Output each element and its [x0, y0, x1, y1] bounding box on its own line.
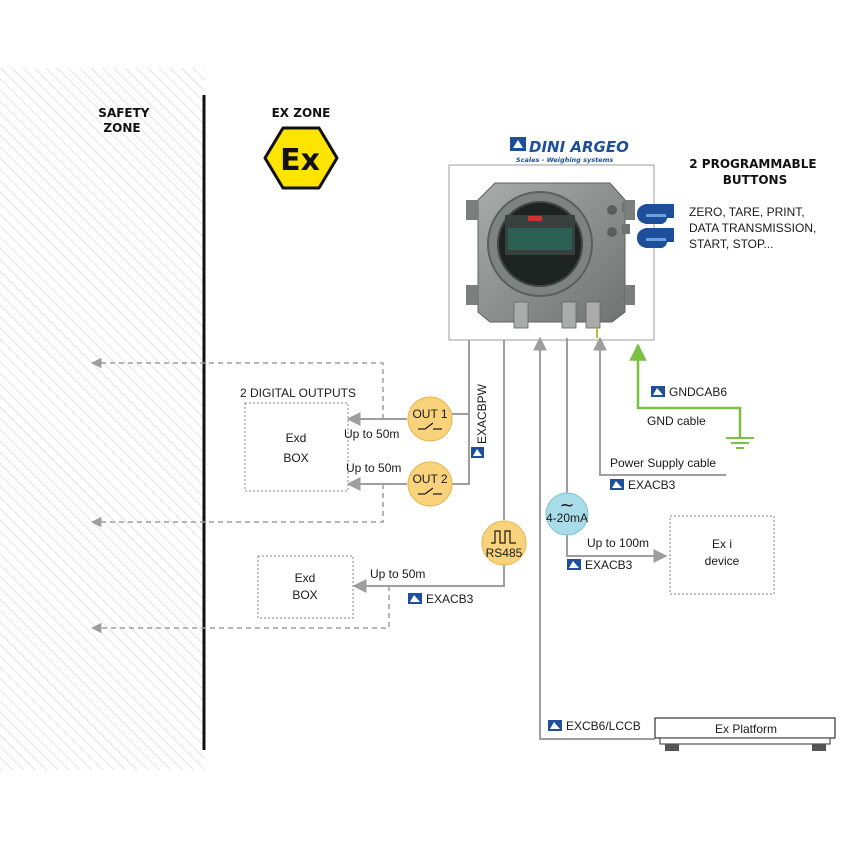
svg-text:Exd: Exd: [286, 431, 307, 445]
power-supply-label: Power Supply cable: [610, 456, 716, 470]
brand-logo: DINI ARGEO Scales - Weighing systems: [510, 137, 629, 164]
analog-circle: ~ 4-20mA: [545, 492, 589, 536]
rs485-circle: RS485: [481, 520, 527, 566]
rs485-cable-label: EXACB3: [426, 592, 474, 606]
svg-text:device: device: [705, 554, 740, 568]
svg-text:OUT 1: OUT 1: [412, 407, 447, 421]
safety-zone-area: [0, 68, 205, 770]
svg-text:BOX: BOX: [283, 451, 308, 465]
analog-distance: Up to 100m: [587, 536, 649, 550]
svg-text:DINI ARGEO: DINI ARGEO: [529, 138, 629, 156]
out1-circle: OUT 1: [407, 396, 453, 442]
cable-icon: [567, 559, 581, 570]
svg-text:BOX: BOX: [292, 588, 317, 602]
svg-text:Ex i: Ex i: [712, 537, 732, 551]
ground-symbol-icon: [726, 437, 754, 449]
svg-text:Exd: Exd: [295, 571, 316, 585]
ex-i-device-box: Ex i device: [669, 515, 775, 595]
buttons-functions: ZERO, TARE, PRINT, DATA TRANSMISSION, ST…: [689, 205, 820, 251]
cable-icon: [651, 386, 665, 397]
svg-text:Scales - Weighing systems: Scales - Weighing systems: [516, 156, 613, 164]
ex-platform: Ex Platform: [654, 717, 836, 751]
exacbpw-cable-label: EXACBPW: [475, 383, 489, 444]
indicator-housing: [466, 182, 635, 338]
platform-cable-label: EXCB6/LCCB: [566, 719, 641, 733]
ex-symbol-icon: Ex: [263, 126, 339, 190]
buttons-title: 2 PROGRAMMABLE BUTTONS: [689, 157, 821, 187]
pointing-hand-icon: [637, 228, 674, 248]
safety-zone-label: SAFETY ZONE: [98, 106, 153, 135]
pointing-hand-icon: [637, 204, 674, 224]
exd-box-rs485: Exd BOX: [257, 555, 354, 619]
analog-cable-label: EXACB3: [585, 558, 633, 572]
sine-wave-icon: ~: [559, 495, 574, 516]
ex-zone-label: EX ZONE: [272, 106, 331, 120]
out1-distance: Up to 50m: [344, 427, 399, 441]
out2-distance: Up to 50m: [346, 461, 401, 475]
svg-text:Ex: Ex: [280, 143, 320, 178]
svg-text:Ex Platform: Ex Platform: [715, 722, 777, 736]
square-wave-icon: [491, 530, 516, 544]
switch-icon: [418, 487, 442, 495]
wiring: [346, 336, 726, 740]
safety-links: [90, 357, 390, 634]
cable-icon: [471, 447, 484, 458]
ground-cable-label: GND cable: [647, 414, 706, 428]
cable-icon: [408, 593, 422, 604]
switch-icon: [418, 422, 442, 430]
rs485-distance: Up to 50m: [370, 567, 425, 581]
digital-outputs-title: 2 DIGITAL OUTPUTS: [240, 386, 356, 400]
svg-text:OUT 2: OUT 2: [412, 472, 447, 486]
out2-circle: OUT 2: [407, 461, 453, 507]
exd-box-outputs: Exd BOX: [244, 402, 349, 492]
svg-text:4-20mA: 4-20mA: [546, 511, 588, 525]
ground-cable-code: GNDCAB6: [669, 385, 727, 399]
cable-icon: [548, 720, 562, 731]
svg-text:RS485: RS485: [486, 546, 523, 560]
cable-icon: [610, 479, 624, 490]
ground-cable: [629, 343, 742, 437]
power-cable-label: EXACB3: [628, 478, 676, 492]
